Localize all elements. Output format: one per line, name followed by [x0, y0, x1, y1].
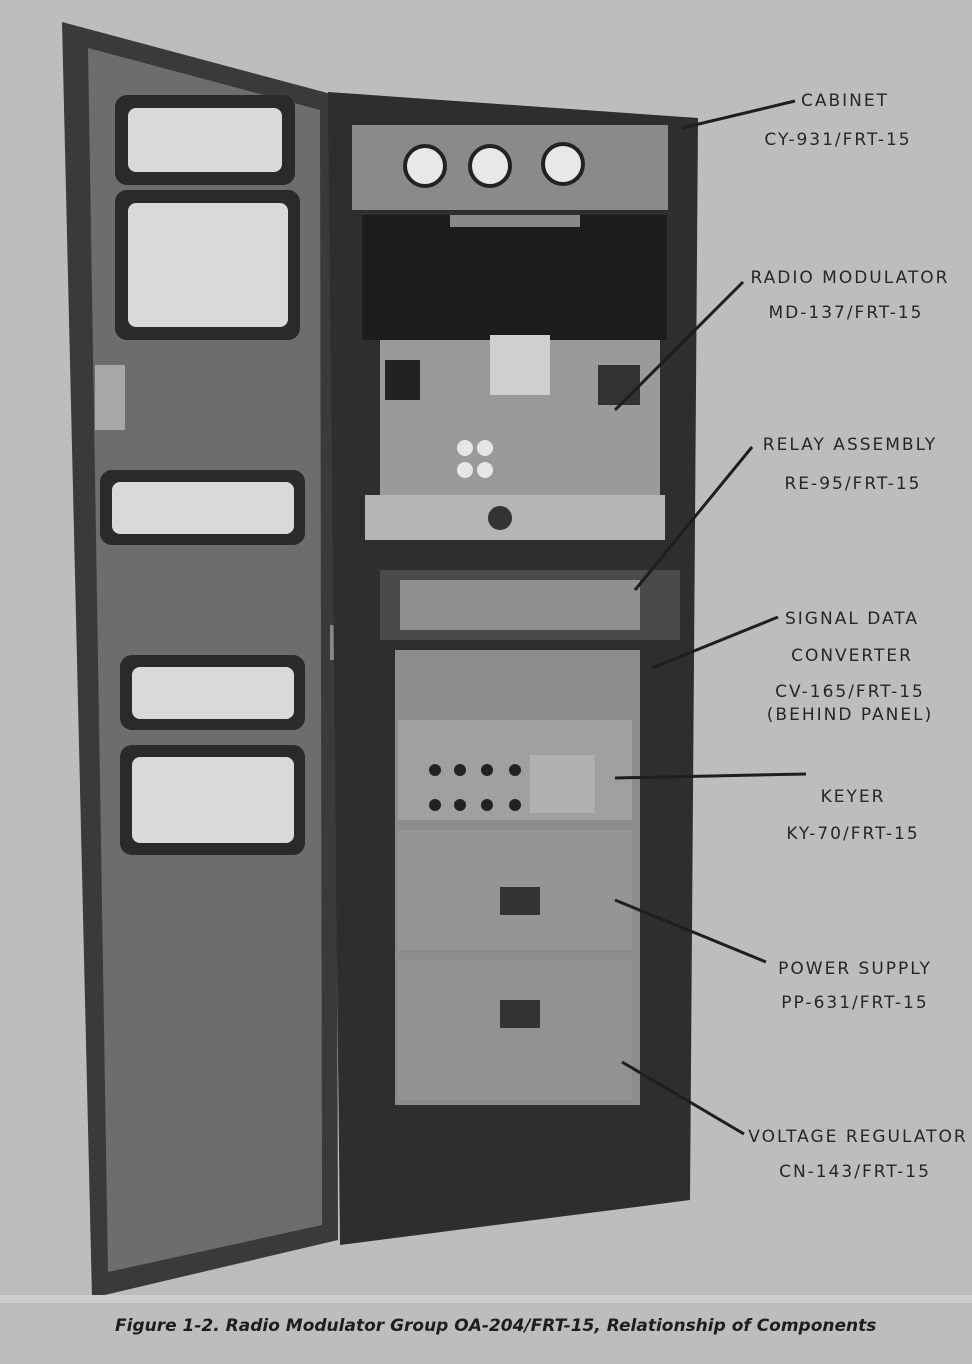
callout-modulator-name: RADIO MODULATOR — [750, 268, 950, 288]
leader-lines — [613, 99, 807, 1136]
callout-relay-part: RE-95/FRT-15 — [784, 474, 922, 494]
callout-modulator-part: MD-137/FRT-15 — [768, 303, 924, 323]
callout-signal-note: (BEHIND PANEL) — [766, 705, 934, 725]
callout-power-name: POWER SUPPLY — [778, 959, 932, 979]
callout-keyer-name: KEYER — [820, 787, 886, 807]
callout-cabinet-part: CY-931/FRT-15 — [764, 130, 912, 150]
callout-signal-name: SIGNAL DATA — [785, 609, 919, 629]
callout-voltage-part: CN-143/FRT-15 — [779, 1162, 931, 1182]
callout-voltage-name: VOLTAGE REGULATOR — [748, 1127, 968, 1147]
cabinet-door — [62, 22, 353, 1298]
callout-keyer-part: KY-70/FRT-15 — [786, 824, 920, 844]
cabinet-body — [328, 92, 698, 1245]
callout-power-part: PP-631/FRT-15 — [781, 993, 929, 1013]
callout-relay-name: RELAY ASSEMBLY — [762, 435, 938, 455]
callout-signal-name2: CONVERTER — [791, 646, 913, 666]
page-divider — [0, 1295, 972, 1303]
callout-cabinet-name: CABINET — [800, 91, 890, 111]
callout-signal-part: CV-165/FRT-15 — [775, 682, 925, 702]
figure-caption: Figure 1-2. Radio Modulator Group OA-204… — [115, 1316, 877, 1336]
